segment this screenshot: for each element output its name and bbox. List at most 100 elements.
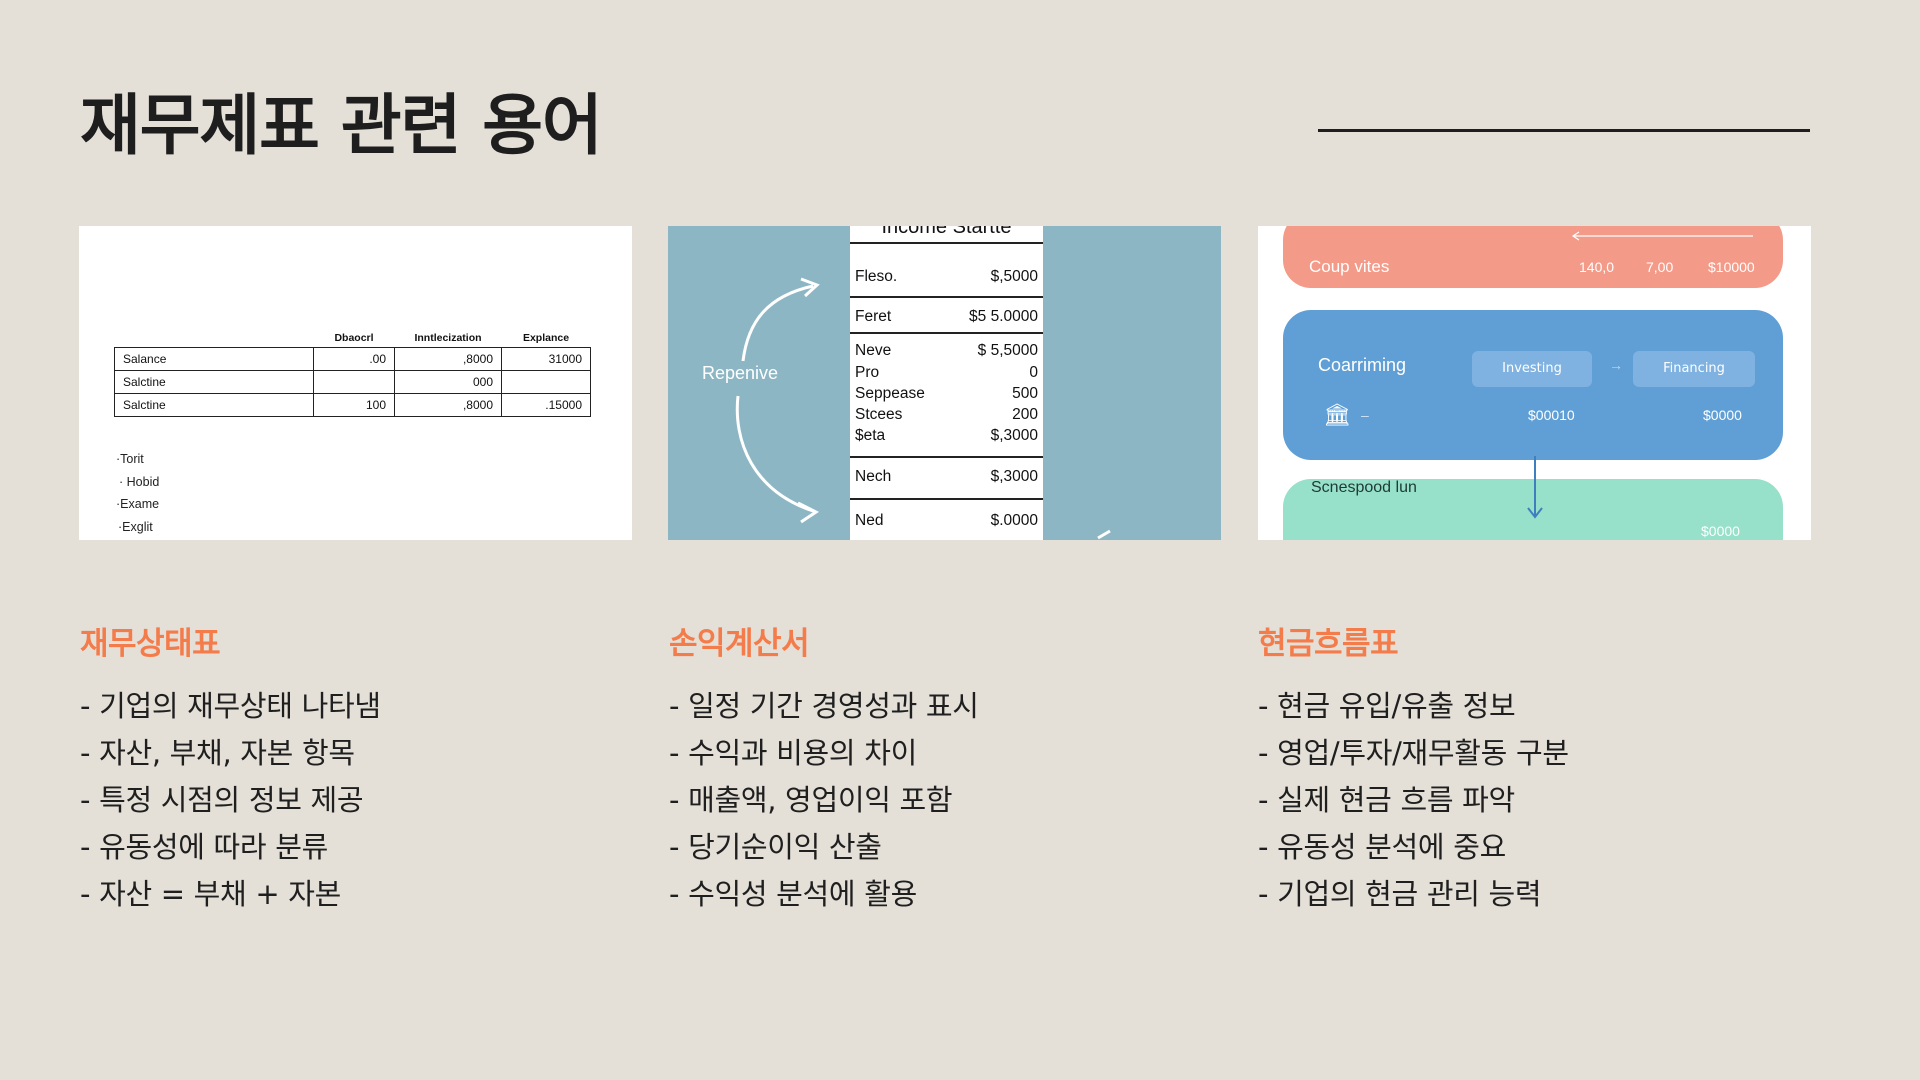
list-item: ·Exame xyxy=(116,497,160,511)
arrow-left-icon xyxy=(1571,231,1753,241)
list-item: - 실제 현금 흐름 파악 xyxy=(1258,783,1515,817)
column-income-statement: 손익계산서 - 일정 기간 경영성과 표시 - 수익과 비용의 차이 - 매출액… xyxy=(669,618,1209,918)
table-row: Salctine 000 xyxy=(114,370,591,394)
table-row: Salctine 100 ,8000 .15000 xyxy=(114,393,591,417)
balance-cell xyxy=(313,370,395,394)
column-heading: 현금흐름표 xyxy=(1258,626,1399,662)
income-row-label: Ned xyxy=(855,512,884,529)
income-row-value: 200 xyxy=(1012,406,1038,423)
list-item: ·Torit xyxy=(116,452,144,466)
balance-cell: Salctine xyxy=(114,393,314,417)
balance-sheet-image: Dbaocrl Inntlecization Explance Salance … xyxy=(79,226,632,540)
balance-header: Inntlecization xyxy=(414,332,482,344)
income-row-label: $eta xyxy=(855,427,886,444)
income-divider xyxy=(850,332,1043,334)
income-row-value: $,3000 xyxy=(990,468,1038,485)
list-item: - 기업의 현금 관리 능력 xyxy=(1258,877,1542,911)
income-row-value: 0 xyxy=(1029,364,1038,381)
list-item: - 수익과 비용의 차이 xyxy=(669,736,917,770)
income-row-value: $.0000 xyxy=(990,512,1038,529)
list-item: - 당기순이익 산출 xyxy=(669,830,882,864)
income-row-value: $,5000 xyxy=(990,268,1038,285)
list-item: - 현금 유입/유출 정보 xyxy=(1258,689,1516,723)
list-item: - 기업의 재무상태 나타냄 xyxy=(80,689,381,723)
list-item: - 유동성에 따라 분류 xyxy=(80,830,328,864)
income-divider xyxy=(850,296,1043,298)
balance-cell: Salctine xyxy=(114,370,314,394)
cash-flow-top-label: Coup vites xyxy=(1309,257,1390,276)
arrow-right-icon: → xyxy=(1609,357,1623,373)
income-row-label: Pro xyxy=(855,364,880,381)
arrow-down-icon xyxy=(1527,456,1543,519)
list-item: ·Exglit xyxy=(118,519,153,534)
income-divider xyxy=(850,498,1043,500)
cycle-arrows-icon xyxy=(735,277,1111,540)
list-item: - 영업/투자/재무활동 구분 xyxy=(1258,736,1569,770)
income-row-label: Stcees xyxy=(855,406,903,423)
income-heading: Income Startte xyxy=(850,226,1043,244)
cash-flow-bottom-label: Scnespood lun xyxy=(1311,479,1417,496)
income-row-value: $5 5.0000 xyxy=(969,308,1038,325)
balance-table: Dbaocrl Inntlecization Explance Salance … xyxy=(114,332,591,417)
income-row-value: $,3000 xyxy=(990,427,1038,444)
investing-chip: Investing xyxy=(1472,351,1592,387)
balance-cell: 100 xyxy=(313,393,395,417)
bank-icon: 🏛 xyxy=(1323,402,1351,427)
column-heading: 손익계산서 xyxy=(669,626,810,662)
balance-cell: 31000 xyxy=(501,347,591,371)
income-row: Neve $ 5,5000 xyxy=(855,342,1038,360)
cash-flow-bottom-value: $0000 xyxy=(1701,523,1740,539)
income-row-label: Fleso. xyxy=(855,268,898,285)
income-row: Fleso. $,5000 xyxy=(855,268,1038,286)
balance-cell: .15000 xyxy=(501,393,591,417)
income-divider xyxy=(850,456,1043,458)
list-item: - 유동성 분석에 중요 xyxy=(1258,830,1506,864)
balance-cell: Salance xyxy=(114,347,314,371)
column-cash-flow: 현금흐름표 - 현금 유입/유출 정보 - 영업/투자/재무활동 구분 - 실제… xyxy=(1258,618,1798,918)
income-row: Stcees 200 xyxy=(855,406,1038,424)
list-item: · Hobid xyxy=(119,474,160,489)
income-row: Seppease 500 xyxy=(855,385,1038,403)
balance-header: Dbaocrl xyxy=(334,332,374,344)
income-row: Feret $5 5.0000 xyxy=(855,308,1038,326)
balance-cell: ,8000 xyxy=(394,393,502,417)
list-item: - 자산 = 부채 + 자본 xyxy=(80,877,342,911)
table-row: Salance .00 ,8000 31000 xyxy=(114,347,591,371)
income-statement-image: Repenive Income Startte Fleso. $,5000 Fer… xyxy=(668,226,1221,540)
list-item: - 특정 시점의 정보 제공 xyxy=(80,783,364,817)
cycle-label: Repenive xyxy=(702,363,779,383)
income-row: Ned $.0000 xyxy=(855,512,1038,530)
balance-cell: ,8000 xyxy=(394,347,502,371)
column-balance-sheet: 재무상태표 - 기업의 재무상태 나타냄 - 자산, 부채, 자본 항목 - 특… xyxy=(80,618,620,918)
income-row-label: Neve xyxy=(855,342,892,359)
income-row-label: Feret xyxy=(855,308,892,325)
cash-flow-top-value: 140,0 xyxy=(1579,259,1615,275)
balance-cell: 000 xyxy=(394,370,502,394)
column-heading: 재무상태표 xyxy=(80,626,221,662)
cash-flow-mid-label: Coarriming xyxy=(1318,355,1407,375)
income-row-value: 500 xyxy=(1012,385,1038,402)
income-row: $eta $,3000 xyxy=(855,427,1038,445)
income-sheet: Income Startte Fleso. $,5000 Feret $5 5.00… xyxy=(850,226,1043,540)
page-title: 재무제표 관련 용어 xyxy=(80,87,603,164)
balance-notes: ·Torit · Hobid ·Exame ·Exglit xyxy=(116,452,159,540)
cash-flow-top-band: Coup vites 140,0 7,00 $10000 xyxy=(1283,226,1783,288)
financing-chip: Financing xyxy=(1633,351,1755,387)
cash-flow-mid-value: $0000 xyxy=(1703,407,1742,423)
cash-flow-top-value: 7,00 xyxy=(1646,259,1674,275)
income-row-label: Nech xyxy=(855,468,892,485)
list-item: - 매출액, 영업이익 포함 xyxy=(669,783,953,817)
list-item: - 자산, 부채, 자본 항목 xyxy=(80,736,355,770)
dash-icon: – xyxy=(1361,407,1369,423)
cash-flow-bottom-band: Scnespood lun $0000 xyxy=(1283,479,1783,540)
income-row-label: Seppease xyxy=(855,385,925,402)
list-item: - 수익성 분석에 활용 xyxy=(669,877,917,911)
cash-flow-image: Coup vites 140,0 7,00 $10000 Coarriming … xyxy=(1258,226,1811,540)
balance-header: Explance xyxy=(522,332,570,344)
income-row-value: $ 5,5000 xyxy=(977,342,1038,359)
balance-cell: .00 xyxy=(313,347,395,371)
list-item: - 일정 기간 경영성과 표시 xyxy=(669,689,979,723)
cash-flow-top-value: $10000 xyxy=(1708,259,1755,275)
title-divider xyxy=(1318,129,1810,132)
cash-flow-mid-value: $00010 xyxy=(1528,407,1575,423)
